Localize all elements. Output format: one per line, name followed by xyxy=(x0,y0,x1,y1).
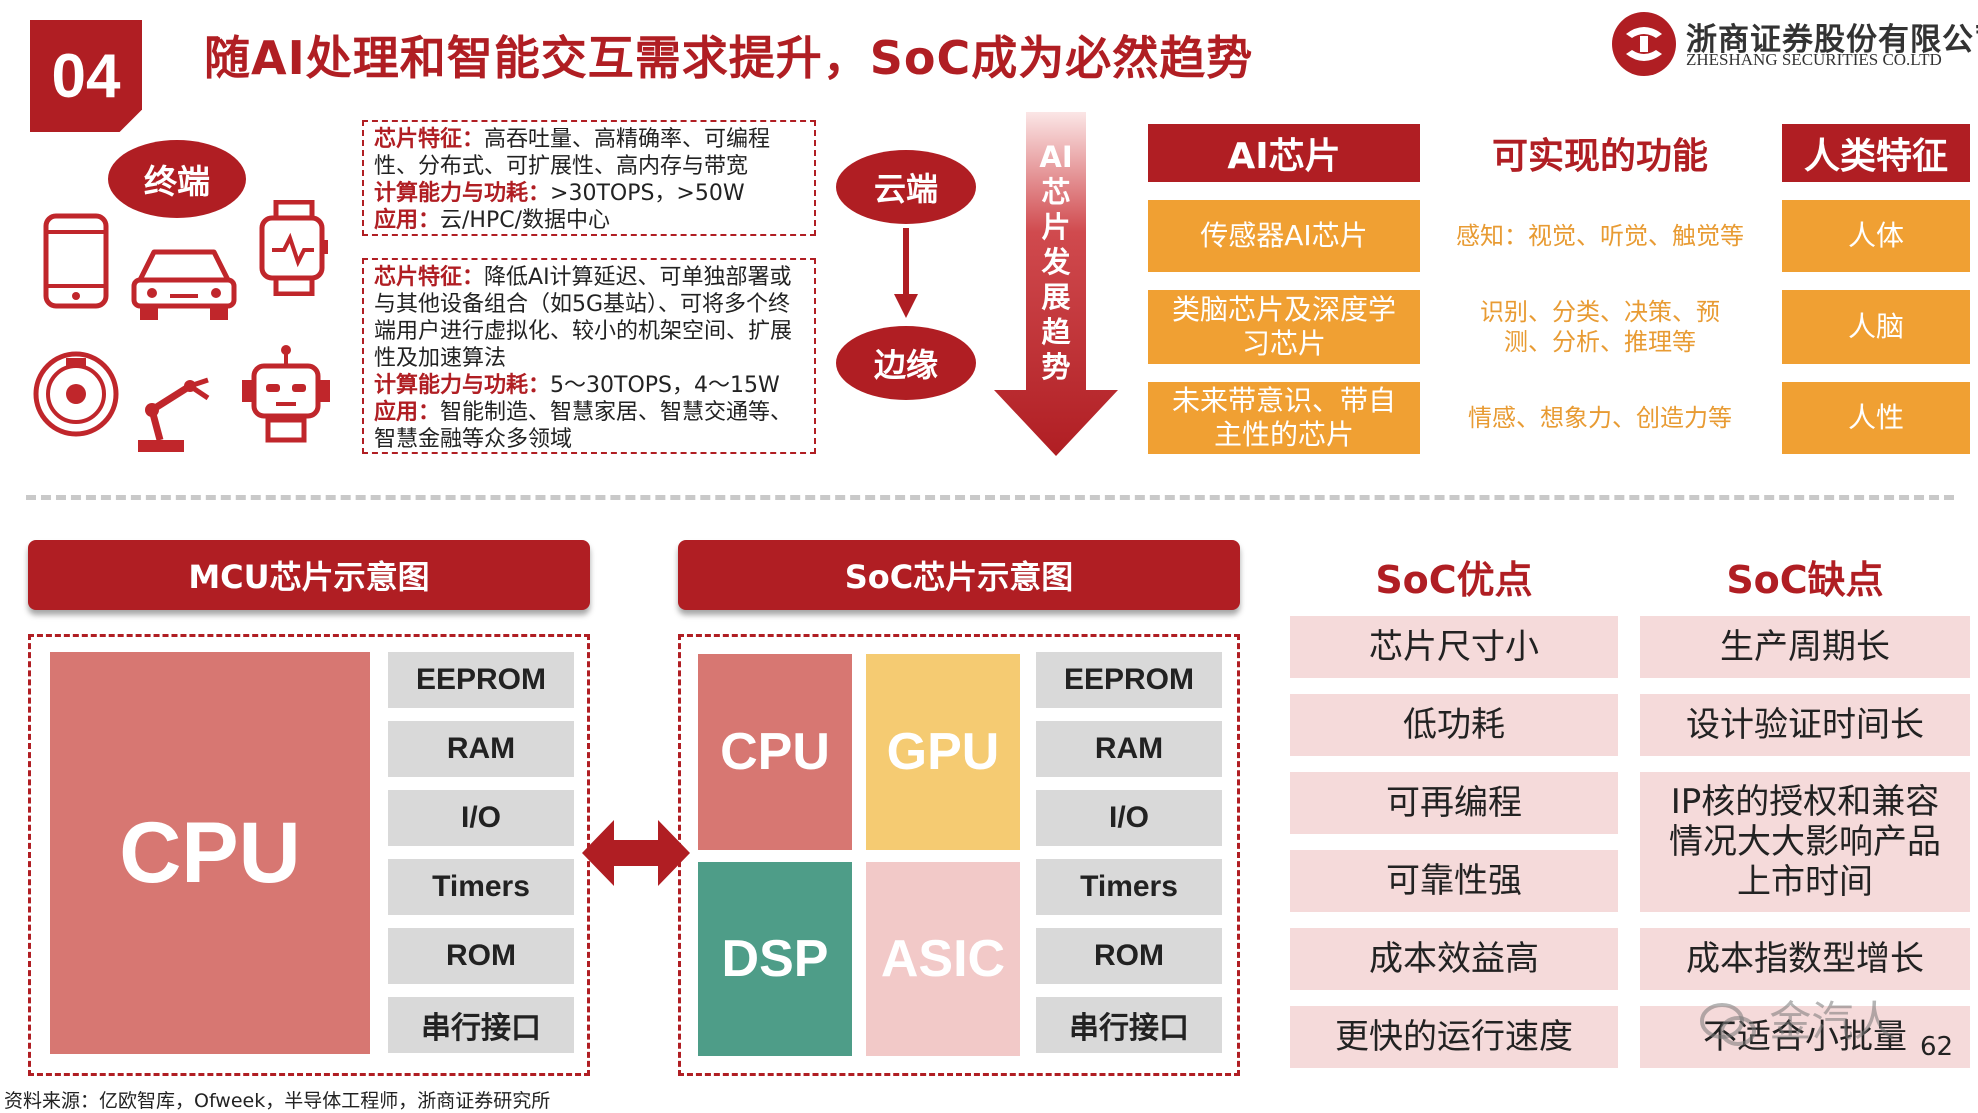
page-title: 随AI处理和智能交互需求提升，SoC成为必然趋势 xyxy=(204,31,1254,85)
tablet-icon xyxy=(43,213,109,309)
soc-module-ram: RAM xyxy=(1036,721,1222,777)
watermark: 金汽人 xyxy=(1700,988,1895,1049)
trend-arrow-icon xyxy=(994,112,1118,456)
cloud-chip-feature: 芯片特征：高吞吐量、高精确率、可编程性、分布式、可扩展性、高内存与带宽 xyxy=(374,127,771,179)
ai-chip-row-3: 未来带意识、带自主性的芯片 xyxy=(1148,382,1420,454)
mcu-module-io: I/O xyxy=(388,790,574,846)
terminal-label: 终端 xyxy=(108,140,246,218)
section-number-badge: 04 xyxy=(30,20,142,132)
cons-item: 设计验证时间长 xyxy=(1640,694,1970,756)
double-arrow-icon xyxy=(582,820,690,886)
pros-item: 可靠性强 xyxy=(1290,850,1618,912)
ai-chip-header: AI芯片 xyxy=(1148,124,1420,182)
mcu-module-rom: ROM xyxy=(388,928,574,984)
soc-dsp-block: DSP xyxy=(698,862,852,1056)
human-trait-row-2: 人脑 xyxy=(1782,290,1970,364)
pros-item: 成本效益高 xyxy=(1290,928,1618,990)
company-name-en: ZHESHANG SECURITIES CO.LTD xyxy=(1686,50,1942,69)
pros-item: 可再编程 xyxy=(1290,772,1618,834)
edge-description-box: 芯片特征：降低AI计算延迟、可单独部署或与其他设备组合（如5G基站）、可将多个终… xyxy=(362,258,816,454)
robotic-arm-icon xyxy=(138,377,210,452)
human-trait-row-3: 人性 xyxy=(1782,382,1970,454)
edge-label: 边缘 xyxy=(836,326,976,400)
function-row-3: 情感、想象力、创造力等 xyxy=(1468,404,1732,432)
function-row-1: 感知：视觉、听觉、触觉等 xyxy=(1456,222,1744,250)
cloud-compute-power: 计算能力与功耗：>30TOPS，>50W xyxy=(374,181,745,206)
mcu-module-eeprom: EEPROM xyxy=(388,652,574,708)
soc-module-io: I/O xyxy=(1036,790,1222,846)
pros-item: 低功耗 xyxy=(1290,694,1618,756)
soc-module-rom: ROM xyxy=(1036,928,1222,984)
ai-chip-row-2: 类脑芯片及深度学习芯片 xyxy=(1148,290,1420,364)
mcu-module-serial: 串行接口 xyxy=(388,997,574,1053)
soc-module-serial: 串行接口 xyxy=(1036,997,1222,1053)
source-note: 资料来源：亿欧智库，Ofweek，半导体工程师，浙商证券研究所 xyxy=(4,1090,551,1112)
mcu-module-timers: Timers xyxy=(388,859,574,915)
wechat-icon xyxy=(1700,1002,1756,1046)
cons-item: 成本指数型增长 xyxy=(1640,928,1970,990)
soc-pros-title: SoC优点 xyxy=(1375,557,1533,602)
pros-item: 更快的运行速度 xyxy=(1290,1006,1618,1068)
soc-cpu-block: CPU xyxy=(698,654,852,850)
cloud-description-box: 芯片特征：高吞吐量、高精确率、可编程性、分布式、可扩展性、高内存与带宽 计算能力… xyxy=(362,120,816,236)
cloud-label: 云端 xyxy=(836,150,976,224)
edge-chip-feature: 芯片特征：降低AI计算延迟、可单独部署或与其他设备组合（如5G基站）、可将多个终… xyxy=(374,265,793,371)
soc-module-eeprom: EEPROM xyxy=(1036,652,1222,708)
cons-item: 生产周期长 xyxy=(1640,616,1970,678)
page-number: 62 xyxy=(1920,1032,1954,1062)
soc-asic-block: ASIC xyxy=(866,862,1020,1056)
company-name-cn: 浙商证券股份有限公司 xyxy=(1686,22,1978,58)
mcu-module-ram: RAM xyxy=(388,721,574,777)
human-trait-row-1: 人体 xyxy=(1782,200,1970,272)
human-trait-header: 人类特征 xyxy=(1782,124,1970,182)
section-divider xyxy=(26,495,1954,500)
mcu-cpu-block: CPU xyxy=(50,652,370,1054)
cons-item: 不适合小批量 xyxy=(1640,1006,1970,1068)
cloud-application: 应用：云/HPC/数据中心 xyxy=(374,208,611,233)
smartwatch-icon xyxy=(259,200,328,296)
robot-vacuum-icon xyxy=(33,351,119,437)
edge-application: 应用：智能制造、智慧家居、智慧交通等、智慧金融等众多领域 xyxy=(374,400,793,452)
soc-module-timers: Timers xyxy=(1036,859,1222,915)
trend-arrow-label: AI芯片发展趋势 xyxy=(1039,140,1073,384)
robot-icon xyxy=(242,345,330,443)
edge-compute-power: 计算能力与功耗：5～30TOPS，4～15W xyxy=(374,373,780,398)
function-header: 可实现的功能 xyxy=(1491,136,1708,177)
cons-item: IP核的授权和兼容情况大大影响产品上市时间 xyxy=(1640,772,1970,912)
soc-diagram-frame xyxy=(678,634,1240,1076)
pros-item: 芯片尺寸小 xyxy=(1290,616,1618,678)
down-arrow-icon xyxy=(894,228,918,318)
car-icon xyxy=(131,249,237,320)
soc-cons-title: SoC缺点 xyxy=(1726,557,1884,602)
zheshang-logo-icon xyxy=(1612,12,1676,76)
ai-chip-row-1: 传感器AI芯片 xyxy=(1148,200,1420,272)
soc-diagram-title: SoC芯片示意图 xyxy=(678,540,1240,610)
soc-gpu-block: GPU xyxy=(866,654,1020,850)
function-row-2: 识别、分类、决策、预测、分析、推理等 xyxy=(1480,298,1720,356)
mcu-diagram-title: MCU芯片示意图 xyxy=(28,540,590,610)
